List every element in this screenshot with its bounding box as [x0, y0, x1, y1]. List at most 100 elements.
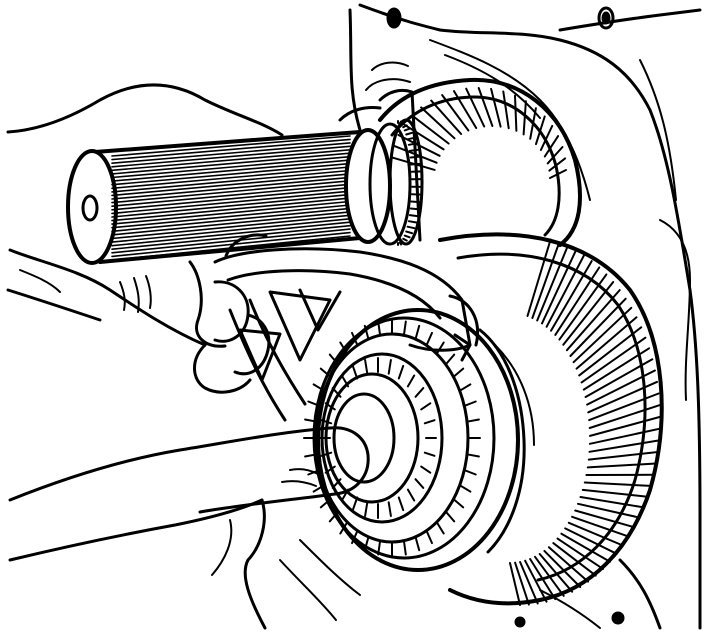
hub-outer-tooth — [458, 484, 472, 493]
big-gear-tooth — [571, 515, 630, 538]
upper-gear-tooth — [453, 90, 478, 129]
big-gear-tooth — [589, 415, 661, 437]
shaft-spline-line — [111, 221, 351, 247]
hub-outer-tooth — [444, 353, 456, 366]
shaft-spline-line — [111, 207, 351, 233]
collar-tooth — [398, 120, 402, 125]
shaft-spline-line — [111, 231, 351, 258]
big-gear-tooth — [588, 427, 661, 445]
hub-inner-tooth — [364, 359, 369, 375]
shaft-spline-line — [111, 176, 351, 200]
hub-outer-tooth — [377, 539, 382, 556]
upper-gear-tooth — [535, 115, 546, 146]
upper-gear-tooth — [548, 157, 567, 172]
shaft-spline-line — [111, 197, 351, 222]
big-gear-tooth — [574, 509, 636, 529]
shaft-spline-line — [111, 218, 351, 243]
big-gear-tooth — [578, 326, 643, 377]
hub-outer-tooth — [444, 510, 456, 523]
big-gear-tooth — [514, 561, 530, 606]
transmission-case — [348, 3, 702, 630]
hub-outer-tooth — [435, 341, 445, 355]
big-gear-tooth — [538, 553, 574, 593]
hub-outer-tooth — [466, 453, 480, 458]
big-gear-tooth — [587, 380, 658, 414]
upper-gear-tooth — [490, 87, 502, 128]
collar-tooth — [406, 136, 416, 141]
collar-tooth — [406, 225, 416, 230]
collar-tooth — [405, 131, 414, 136]
collar-tooth — [410, 200, 422, 204]
upper-gear-tooth — [549, 169, 567, 179]
helical-drive-gear — [378, 77, 582, 247]
hub-inner-tooth — [423, 419, 436, 425]
output-shaft — [66, 106, 424, 265]
hub-outer-tooth — [466, 418, 480, 423]
upper-gear-tooth — [539, 124, 554, 151]
big-gear-tooth — [558, 273, 608, 341]
upper-gear-tooth — [477, 87, 494, 127]
hub-outer-tooth — [425, 331, 433, 347]
collar-tooth — [402, 124, 408, 129]
shaft-spline-line — [111, 190, 351, 215]
hub-inner-tooth — [423, 451, 436, 457]
upper-gear-tooth — [411, 114, 450, 145]
shaft-spline-line — [111, 149, 351, 172]
shaft-spline-line — [111, 155, 351, 179]
big-gear-tooth — [579, 496, 645, 509]
upper-gear-tooth — [546, 146, 564, 165]
hub-outer-tooth — [363, 324, 370, 341]
collar-tooth — [403, 234, 411, 239]
collar-tooth — [410, 162, 422, 166]
big-gear-tooth — [531, 241, 561, 319]
big-gear-tooth — [543, 549, 582, 588]
hub-inner-tooth — [331, 478, 342, 489]
upper-gear-tooth — [502, 90, 510, 130]
big-gear-tooth — [584, 358, 654, 398]
big-gear-tooth — [588, 404, 661, 429]
big-gear-tooth — [567, 521, 624, 547]
shaft-spline-line — [111, 152, 351, 175]
big-gear-tooth — [575, 316, 638, 370]
big-gear-tooth — [588, 439, 661, 453]
shaft-spline-line — [111, 138, 351, 161]
big-gear-tooth — [554, 266, 601, 336]
upper-gear-tooth — [543, 135, 560, 158]
collar-tooth — [407, 142, 418, 146]
collar-tooth — [400, 121, 405, 126]
hub-outer-tooth — [452, 498, 465, 509]
collar-tooth — [408, 214, 420, 218]
hub-inner-tooth — [414, 387, 425, 398]
collar-tooth — [400, 240, 405, 245]
big-gear-tooth — [582, 347, 651, 391]
shaft-spline-line — [111, 204, 351, 229]
hub-inner-tooth — [351, 496, 359, 512]
hub-outer-tooth — [339, 521, 349, 535]
big-gear-tooth — [588, 392, 660, 422]
shaft-spline-line — [111, 224, 351, 250]
big-gear-tooth — [536, 245, 569, 322]
shaft-spline-line — [111, 142, 351, 164]
big-gear-tooth — [550, 260, 593, 332]
hub-outer-tooth — [339, 341, 349, 355]
hub-outer-tooth — [319, 367, 332, 378]
big-gear-tooth — [580, 336, 647, 384]
hub-inner-tooth — [331, 387, 342, 398]
collar-tooth — [409, 207, 421, 211]
hub-inner-tooth — [320, 451, 333, 457]
shaft-spline-line — [111, 200, 351, 225]
hub-inner-tooth — [397, 364, 405, 380]
hub-outer-tooth — [328, 353, 340, 366]
hub-inner-tooth — [414, 478, 425, 489]
shaft-spline-line — [111, 162, 351, 186]
hub-outer-tooth — [414, 324, 421, 341]
hub-outer-tooth — [425, 529, 433, 545]
hub-outer-tooth — [402, 320, 407, 337]
shaft-spline-line — [111, 186, 351, 211]
big-gear-tooth — [569, 297, 627, 357]
collar-tooth — [405, 230, 414, 235]
hub-outer-tooth — [377, 320, 382, 337]
hub-inner-tooth — [320, 419, 333, 425]
big-gear-tooth — [586, 462, 658, 469]
